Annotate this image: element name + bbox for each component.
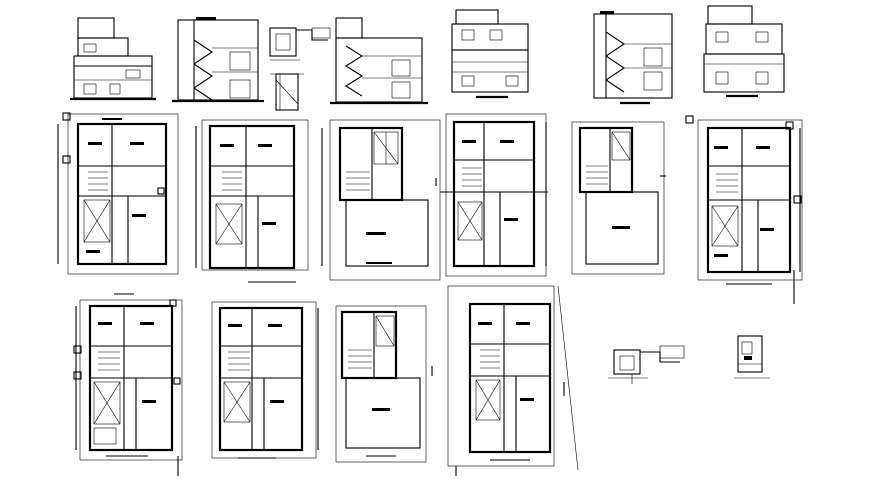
plan-r1-2 <box>195 119 309 283</box>
plan-r1-6 <box>685 115 803 304</box>
plan-r2-4 <box>447 285 579 476</box>
front-elevation-3 <box>703 5 785 98</box>
plan-r2-1 <box>73 293 183 476</box>
plan-r2-3 <box>335 305 433 463</box>
stair-detail-2 <box>734 335 770 379</box>
section-1 <box>172 17 264 103</box>
stair-detail-1 <box>270 73 304 111</box>
plan-r2-2 <box>211 301 319 459</box>
plan-r1-3 <box>321 119 441 281</box>
foundation-detail-1 <box>269 27 331 61</box>
section-2 <box>330 17 428 105</box>
plan-r1-4 <box>440 113 548 277</box>
front-elevation-1 <box>70 17 156 101</box>
plan-r1-5 <box>571 121 666 275</box>
section-3 <box>593 11 673 105</box>
front-elevation-2 <box>451 9 529 99</box>
plan-r1-1 <box>57 112 179 275</box>
foundation-detail-2 <box>608 345 685 384</box>
